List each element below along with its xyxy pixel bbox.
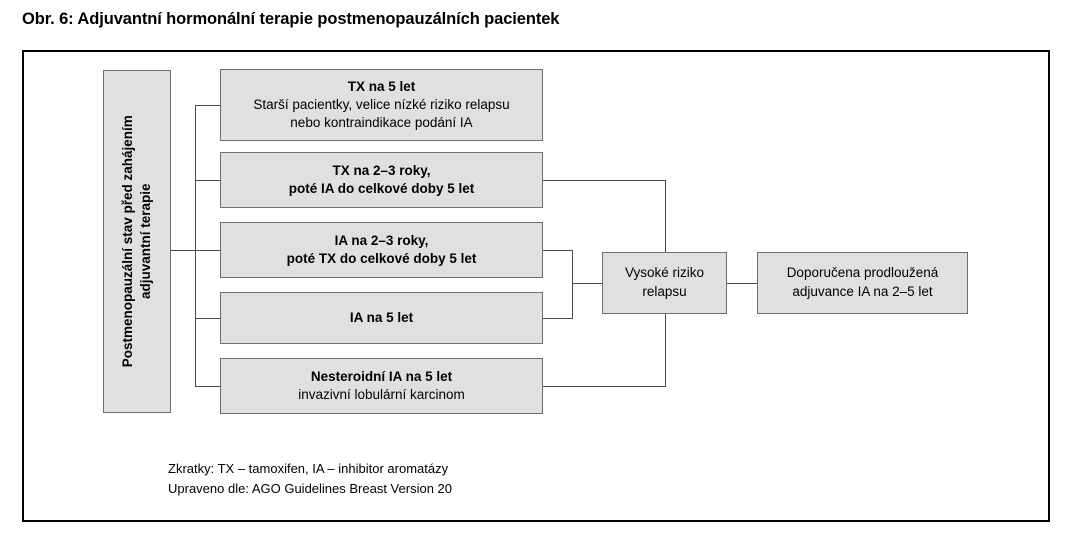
option-3-line2: poté TX do celkové doby 5 let xyxy=(286,251,477,266)
source-state-line2: adjuvantní terapie xyxy=(138,183,154,300)
connector-option-5-out xyxy=(543,386,666,387)
connector-inner-trunk xyxy=(572,250,573,319)
connector-to-option-2 xyxy=(195,180,220,181)
footnote-abbreviations: Zkratky: TX – tamoxifen, IA – inhibitor … xyxy=(168,461,449,476)
recommendation-line1: Doporučena prodloužená xyxy=(786,265,939,281)
option-3-heading: IA na 2–3 roky, xyxy=(334,232,429,248)
option-box-4: IA na 5 let xyxy=(220,292,543,344)
connector-left-trunk xyxy=(195,105,196,386)
option-1-heading: TX na 5 let xyxy=(347,78,416,94)
connector-outer-trunk-upper xyxy=(665,180,666,253)
option-box-2: TX na 2–3 roky, poté IA do celkové doby … xyxy=(220,152,543,208)
connector-option-4-out xyxy=(543,318,573,319)
connector-inner-to-risk xyxy=(572,283,603,284)
risk-box-line2: relapsu xyxy=(642,284,687,299)
recommendation-line2: adjuvance IA na 2–5 let xyxy=(792,284,933,299)
option-box-5: Nesteroidní IA na 5 let invazivní lobulá… xyxy=(220,358,543,414)
connector-to-option-3 xyxy=(195,250,220,251)
connector-to-option-5 xyxy=(195,386,220,387)
option-2-heading: TX na 2–3 roky, xyxy=(332,162,431,178)
connector-to-option-4 xyxy=(195,318,220,319)
recommendation-box: Doporučena prodloužená adjuvance IA na 2… xyxy=(757,252,968,314)
connector-outer-trunk-lower xyxy=(665,314,666,387)
connector-source-stub xyxy=(171,250,195,251)
footnote-source: Upraveno dle: AGO Guidelines Breast Vers… xyxy=(168,481,452,497)
figure-title: Obr. 6: Adjuvantní hormonální terapie po… xyxy=(22,10,560,28)
risk-box: Vysoké riziko relapsu xyxy=(602,252,727,314)
risk-box-line1: Vysoké riziko xyxy=(624,265,705,281)
option-5-heading: Nesteroidní IA na 5 let xyxy=(310,368,453,384)
option-5-line2: invazivní lobulární karcinom xyxy=(298,387,465,402)
connector-option-3-out xyxy=(543,250,573,251)
option-box-3: IA na 2–3 roky, poté TX do celkové doby … xyxy=(220,222,543,278)
option-4-heading: IA na 5 let xyxy=(349,309,414,325)
option-1-line2: Starší pacientky, velice nízké riziko re… xyxy=(253,96,510,112)
option-2-line2: poté IA do celkové doby 5 let xyxy=(288,181,475,196)
option-1-line3: nebo kontraindikace podání IA xyxy=(290,115,473,131)
footnotes: Zkratky: TX – tamoxifen, IA – inhibitor … xyxy=(168,459,452,499)
connector-to-option-1 xyxy=(195,105,220,106)
source-state-line1: Postmenopauzální stav před zahájením xyxy=(119,115,135,368)
option-box-1: TX na 5 let Starší pacientky, velice níz… xyxy=(220,69,543,141)
connector-option-2-out xyxy=(543,180,666,181)
source-state-label: Postmenopauzální stav před zahájením adj… xyxy=(119,115,155,367)
connector-risk-to-recommendation xyxy=(727,283,758,284)
source-state-box: Postmenopauzální stav před zahájením adj… xyxy=(103,70,171,413)
